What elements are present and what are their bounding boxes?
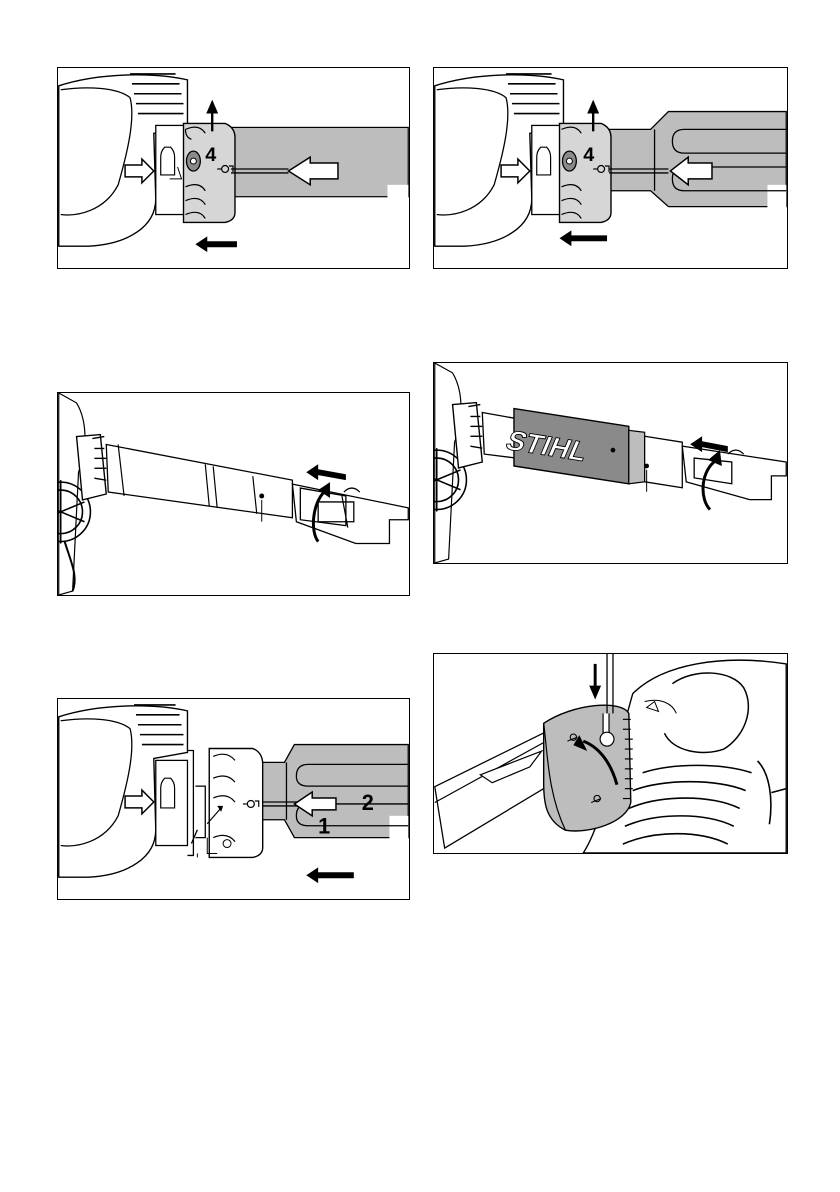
figure-4-drawing: STIHL [434, 363, 787, 563]
figure-5: 2 1 [57, 698, 410, 900]
figure-4: STIHL [433, 362, 788, 564]
figure-2-drawing: 4 [434, 68, 787, 268]
label-2: 2 [362, 790, 374, 815]
figure-6-drawing [434, 654, 787, 853]
figure-6 [433, 653, 788, 854]
label-1: 1 [318, 814, 330, 839]
figure-1-drawing: 4 [58, 68, 409, 268]
figure-5-drawing: 2 1 [58, 699, 409, 899]
figure-3 [57, 392, 410, 596]
label-4: 4 [583, 144, 594, 166]
figure-2: 4 [433, 67, 788, 269]
figure-1: 4 [57, 67, 410, 269]
figure-3-drawing [58, 393, 409, 595]
label-4: 4 [205, 144, 216, 166]
